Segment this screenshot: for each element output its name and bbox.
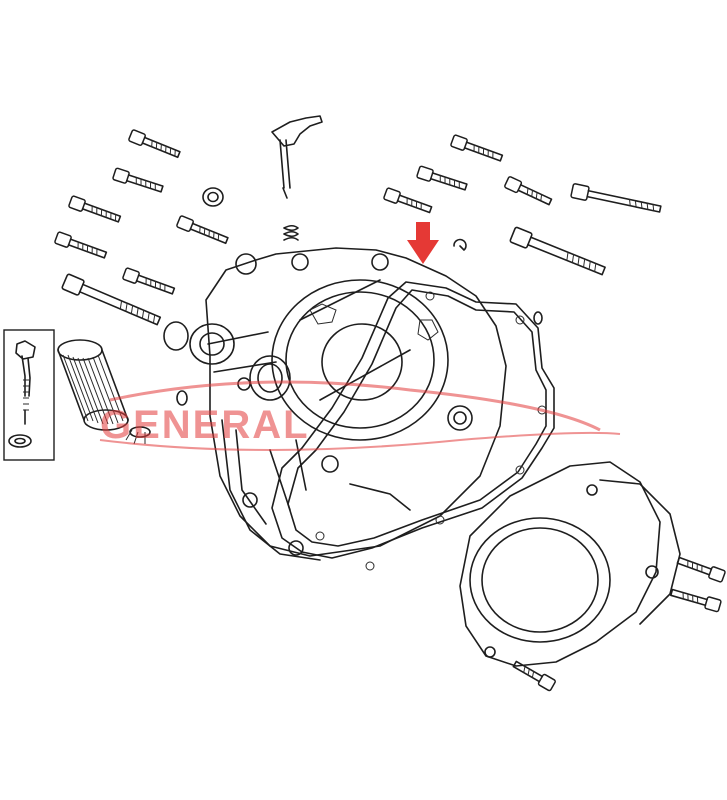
bolt: [512, 660, 556, 692]
bolt: [176, 215, 229, 245]
washer: [176, 390, 188, 406]
shift-lever: [271, 115, 323, 199]
watermark-logo: GENERAL: [99, 380, 621, 451]
gasket: [271, 281, 555, 571]
oil-filter: [57, 339, 151, 445]
bolt: [54, 231, 108, 259]
clutch-cover: [459, 461, 681, 667]
inset-box: [3, 329, 55, 461]
seal-ring: [202, 187, 224, 207]
cover-bolts: [512, 556, 726, 692]
bolt: [670, 588, 722, 613]
watermark-text: GENERAL: [100, 403, 310, 447]
bolt: [112, 167, 164, 193]
bolt: [676, 556, 726, 583]
bolt: [122, 267, 176, 295]
clip: [453, 238, 467, 251]
bolt: [504, 176, 553, 206]
top-right-bolts: [383, 134, 662, 276]
bolt: [383, 187, 433, 214]
callout-arrow: [407, 222, 439, 264]
long-bolt: [61, 273, 162, 326]
left-bolts: [54, 129, 229, 326]
long-bolt: [570, 183, 662, 213]
spring: [283, 224, 299, 241]
bolt: [68, 195, 122, 223]
long-bolt: [509, 226, 606, 276]
bolt: [450, 134, 504, 162]
bolt: [416, 165, 468, 191]
bolt: [128, 129, 181, 159]
